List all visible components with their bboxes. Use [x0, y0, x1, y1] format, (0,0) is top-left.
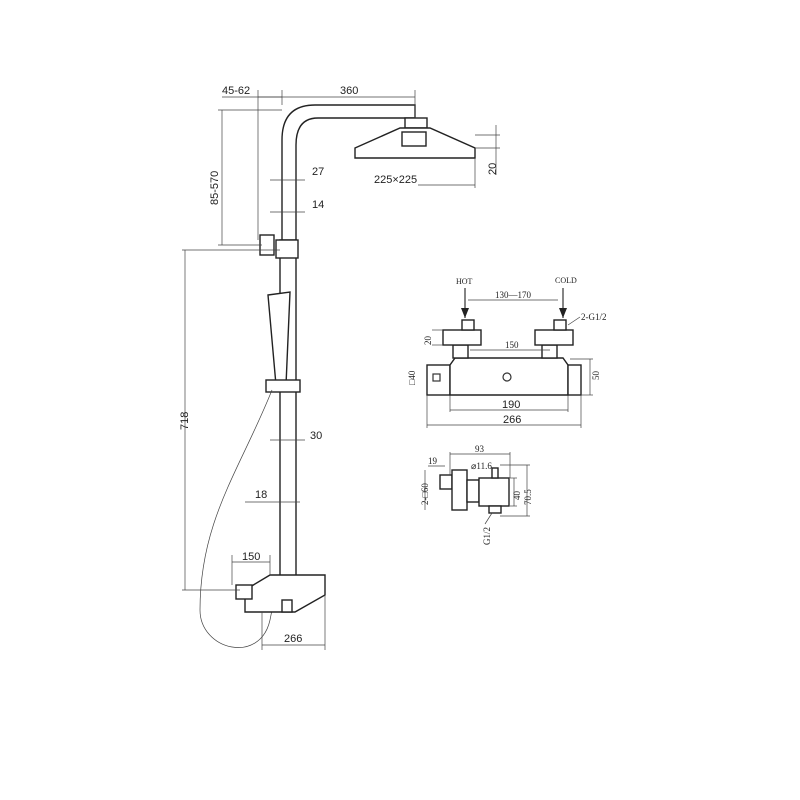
dim-valve-depth: 266 [284, 633, 302, 645]
hand-shower [267, 291, 291, 386]
cold-label: COLD [555, 276, 577, 285]
head-connector [404, 117, 428, 129]
dim-total-length: 266 [503, 414, 521, 426]
valve-body [449, 357, 569, 396]
dim-side-thread: G1/2 [482, 527, 492, 545]
dim-thread: 2-G1/2 [581, 312, 607, 322]
clamp [275, 239, 299, 259]
dim-inlet-spacing: 130—170 [495, 290, 532, 300]
dim-side-square: 2-□60 [420, 483, 430, 505]
dim-head-size: 225×225 [374, 174, 417, 186]
main-dimensions: 45-62 360 85-570 27 14 225×225 20 718 30… [179, 85, 500, 650]
hose [199, 389, 275, 648]
dim-tube-upper: 27 [312, 166, 324, 178]
dim-tube-lower-inner: 18 [255, 489, 267, 501]
dim-inlet-height: 20 [423, 336, 433, 346]
dim-side-height: 70.5 [523, 489, 533, 505]
dim-arm-length: 360 [340, 85, 358, 97]
dim-side-body: 40 [512, 491, 522, 501]
wall-bracket-upper [259, 234, 275, 256]
dim-side-depth: 93 [475, 444, 485, 454]
dim-escutcheon: 19 [428, 456, 438, 466]
dim-body-length: 190 [502, 399, 520, 411]
dim-outlet: ⌀11.6 [471, 461, 492, 471]
dim-center: 150 [505, 340, 519, 350]
valve-outlet [281, 599, 293, 613]
dim-body-height: 50 [591, 371, 601, 381]
valve-front-view: HOT COLD 130—170 2-G1/2 20 150 □40 50 19… [407, 276, 607, 428]
shower-column [199, 104, 476, 648]
head-joint [401, 131, 427, 147]
dim-end-square: □40 [407, 370, 417, 385]
valve-side-view: 93 19 ⌀11.6 2-□60 40 70.5 G1/2 [420, 444, 533, 545]
dim-arm-offset: 45-62 [222, 85, 250, 97]
valve-knob [235, 584, 253, 600]
dim-height-adjust: 85-570 [209, 171, 221, 205]
dim-total-height: 718 [179, 412, 191, 430]
dim-bracket: 150 [242, 551, 260, 563]
hot-label: HOT [456, 277, 473, 286]
hand-shower-holder [265, 379, 301, 393]
riser-tube [279, 239, 297, 581]
dim-tube-inner: 14 [312, 199, 324, 211]
dim-head-thickness: 20 [487, 163, 499, 175]
dim-tube-lower: 30 [310, 430, 322, 442]
